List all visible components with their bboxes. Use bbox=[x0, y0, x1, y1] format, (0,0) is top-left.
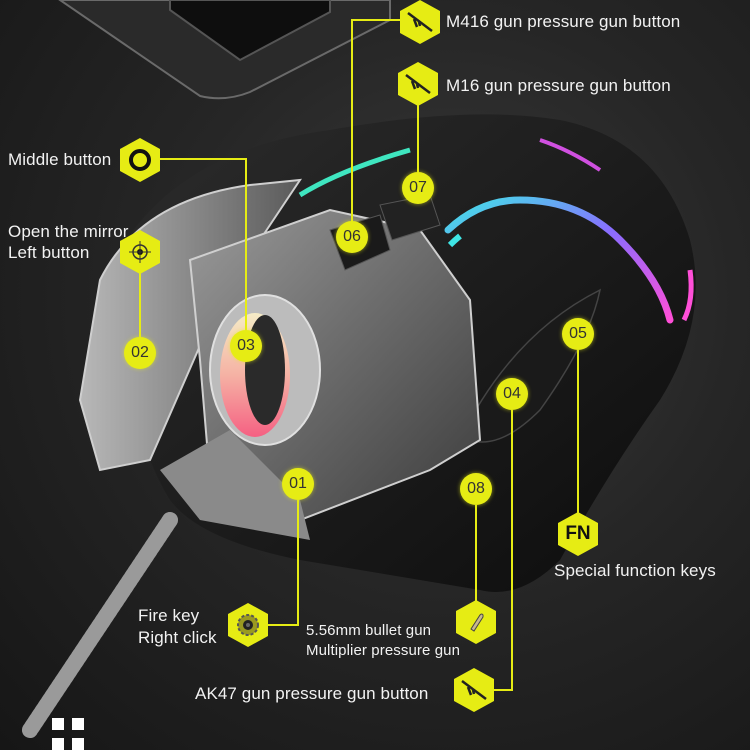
marker-06: 06 bbox=[336, 221, 368, 253]
middle-button-label: Middle button bbox=[8, 150, 112, 169]
special-function-keys-label: Special function keys bbox=[554, 561, 716, 580]
marker-08: 08 bbox=[460, 473, 492, 505]
grid-menu-icon[interactable] bbox=[52, 718, 84, 750]
ak47-label: AK47 gun pressure gun button bbox=[195, 684, 429, 703]
marker-03: 03 bbox=[230, 330, 262, 362]
bullet-label-line2: Multiplier pressure gun bbox=[306, 642, 461, 659]
marker-02: 02 bbox=[124, 337, 156, 369]
fire-key-label-line1: Fire key bbox=[138, 606, 200, 625]
grid-cell bbox=[72, 718, 84, 730]
marker-01: 01 bbox=[282, 468, 314, 500]
marker-07: 07 bbox=[402, 172, 434, 204]
m416-label: M416 gun pressure gun button bbox=[446, 12, 681, 31]
mirror-label-line1: Open the mirror bbox=[8, 222, 129, 241]
bullet-label-line1: 5.56mm bullet gun bbox=[306, 622, 432, 639]
marker-05: 05 bbox=[562, 318, 594, 350]
grid-cell bbox=[52, 738, 64, 750]
marker-04: 04 bbox=[496, 378, 528, 410]
grid-cell bbox=[52, 718, 64, 730]
mirror-label-line2: Left button bbox=[8, 243, 90, 262]
m16-label: M16 gun pressure gun button bbox=[446, 76, 671, 95]
grid-cell bbox=[72, 738, 84, 750]
fire-key-label-line2: Right click bbox=[138, 628, 217, 647]
